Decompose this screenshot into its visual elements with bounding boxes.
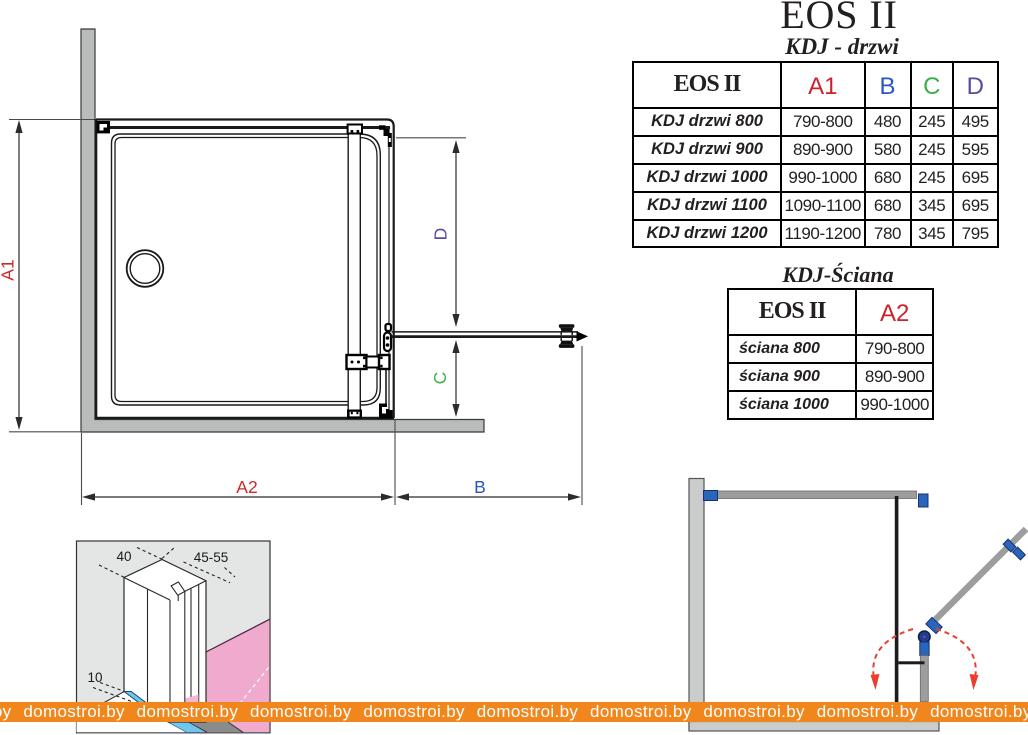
svg-text:B: B [474, 477, 486, 497]
svg-text:C: C [430, 372, 450, 385]
svg-text:D: D [431, 228, 451, 241]
svg-text:45-55: 45-55 [194, 550, 229, 565]
svg-text:10: 10 [87, 670, 102, 685]
svg-text:A1: A1 [0, 259, 18, 280]
svg-text:A2: A2 [236, 477, 257, 497]
svg-text:40: 40 [116, 549, 131, 564]
